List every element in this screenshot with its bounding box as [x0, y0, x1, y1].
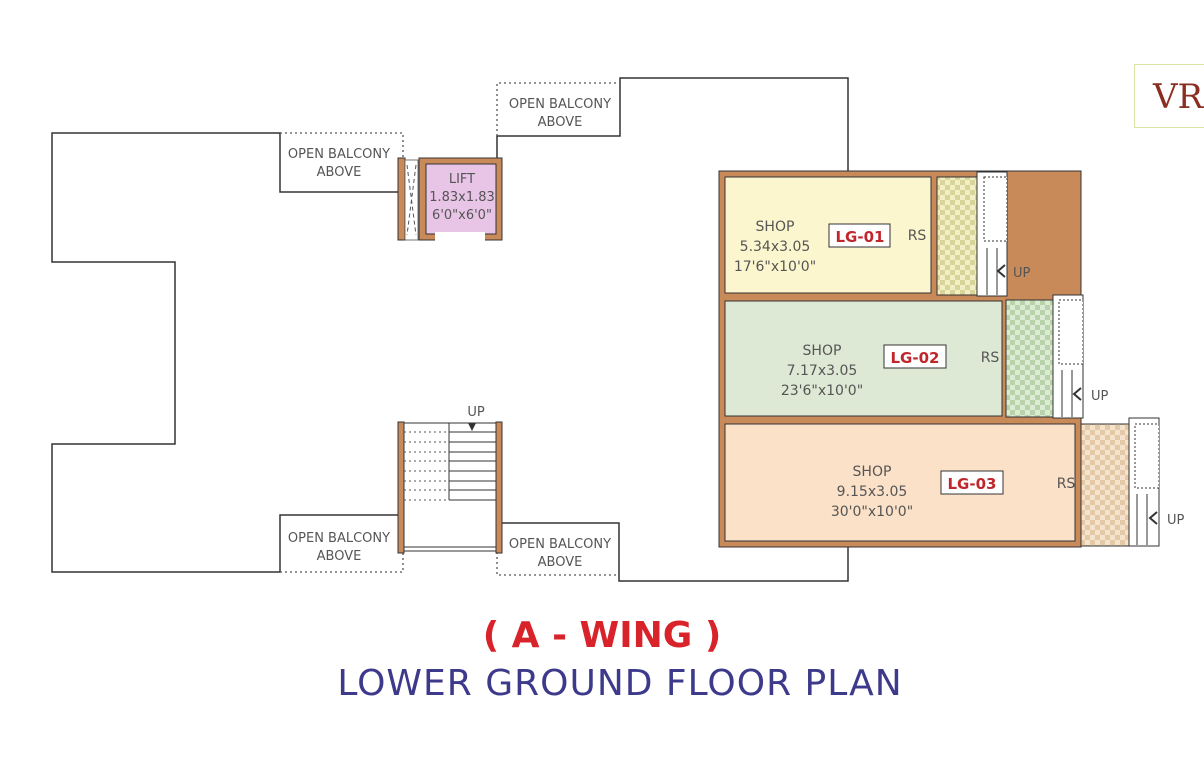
logo: VR: [1134, 64, 1204, 128]
svg-text:SHOP: SHOP: [803, 343, 842, 359]
shop-lg-02: UP SHOP 7.17x3.05 23'6"x10'0" LG-02 RS: [724, 294, 1109, 419]
svg-text:9.15x3.05: 9.15x3.05: [837, 484, 908, 500]
shop-lg-01: UP SHOP 5.34x3.05 17'6"x10'0" LG-01 RS: [724, 171, 1031, 297]
svg-text:ABOVE: ABOVE: [317, 549, 362, 564]
svg-text:SHOP: SHOP: [853, 464, 892, 480]
svg-text:6'0"x6'0": 6'0"x6'0": [432, 208, 492, 223]
lift: LIFT 1.83x1.83 6'0"x6'0": [397, 157, 503, 241]
up-arrow-icon: [996, 264, 1006, 278]
balcony-label-3: OPEN BALCONY ABOVE: [288, 531, 390, 564]
up-arrow-icon: [1072, 387, 1082, 401]
svg-text:UP: UP: [1167, 513, 1185, 528]
balcony-dotted-lines: [280, 82, 620, 576]
svg-text:ABOVE: ABOVE: [538, 115, 583, 130]
up-arrow-icon: [1148, 511, 1158, 525]
svg-text:17'6"x10'0": 17'6"x10'0": [734, 259, 816, 275]
wing-title: ( A - WING ): [482, 615, 722, 656]
svg-text:RS: RS: [981, 350, 1000, 366]
logo-text: VR: [1153, 77, 1204, 117]
svg-text:ABOVE: ABOVE: [317, 165, 362, 180]
svg-text:5.34x3.05: 5.34x3.05: [740, 239, 811, 255]
svg-text:LIFT: LIFT: [449, 172, 475, 187]
up-arrow-icon: [468, 423, 476, 431]
svg-text:SHOP: SHOP: [756, 219, 795, 235]
balcony-label-4: OPEN BALCONY ABOVE: [509, 537, 611, 570]
svg-text:UP: UP: [1091, 389, 1109, 404]
svg-text:RS: RS: [1057, 476, 1076, 492]
svg-text:30'0"x10'0": 30'0"x10'0": [831, 504, 913, 520]
plan-title: LOWER GROUND FLOOR PLAN: [337, 663, 903, 704]
svg-text:LG-02: LG-02: [891, 349, 940, 367]
balcony-label-2: OPEN BALCONY ABOVE: [509, 97, 611, 130]
svg-text:OPEN BALCONY: OPEN BALCONY: [509, 97, 611, 112]
svg-text:OPEN BALCONY: OPEN BALCONY: [509, 537, 611, 552]
svg-text:LG-01: LG-01: [836, 228, 885, 246]
balcony-label-1: OPEN BALCONY ABOVE: [288, 147, 390, 180]
svg-text:OPEN BALCONY: OPEN BALCONY: [288, 147, 390, 162]
svg-text:LG-03: LG-03: [948, 475, 997, 493]
svg-text:7.17x3.05: 7.17x3.05: [787, 363, 858, 379]
staircase: UP: [397, 405, 503, 554]
svg-text:OPEN BALCONY: OPEN BALCONY: [288, 531, 390, 546]
svg-text:UP: UP: [1013, 266, 1031, 281]
shop-lg-03: UP SHOP 9.15x3.05 30'0"x10'0" LG-03 RS: [724, 417, 1185, 547]
svg-text:RS: RS: [908, 228, 927, 244]
svg-text:1.83x1.83: 1.83x1.83: [429, 190, 495, 205]
svg-text:UP: UP: [467, 405, 485, 420]
svg-text:23'6"x10'0": 23'6"x10'0": [781, 383, 863, 399]
building-outline: [51, 77, 849, 582]
svg-text:ABOVE: ABOVE: [538, 555, 583, 570]
